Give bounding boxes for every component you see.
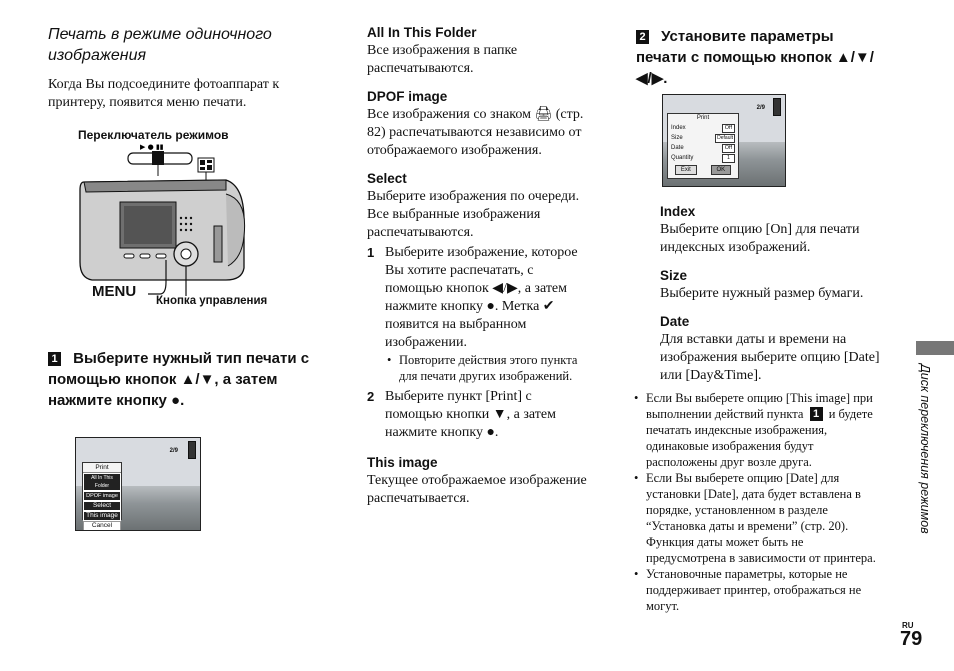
side-tab-marker: [916, 341, 954, 355]
substep1-note: Повторите действия этого пункта для печа…: [367, 352, 589, 384]
select-title: Select: [367, 171, 407, 186]
camera-illustration: ▶ ● ▮▮: [79, 143, 246, 296]
lcd2-row-label: Index: [671, 125, 686, 131]
size-title: Size: [660, 268, 688, 283]
svg-text:▶ ● ▮▮: ▶ ● ▮▮: [140, 143, 164, 151]
this-image-text: Текущее отображаемое изображение распеча…: [367, 473, 587, 506]
lcd1-counter: 2/9: [169, 448, 178, 454]
date-title: Date: [660, 314, 690, 329]
control-button-label: Кнопка управления: [156, 295, 268, 307]
scene-icon: [197, 157, 215, 173]
lcd2-ok-button[interactable]: OK: [710, 165, 732, 175]
lcd2-row-label: Date: [671, 145, 684, 151]
all-in-folder-title: All In This Folder: [367, 25, 477, 40]
lcd2-row-date[interactable]: Date Off: [668, 143, 738, 153]
step1-instruction: 1 Выберите нужный тип печати с помощью к…: [48, 348, 314, 411]
side-section-label: Диск переключения режимов: [918, 364, 932, 534]
size-text: Выберите нужный размер бумаги.: [660, 286, 864, 301]
lcd2-row-value: Off: [721, 144, 735, 153]
battery-icon: [773, 98, 781, 116]
select-text: Выберите изображения по очереди. Все выб…: [367, 189, 580, 240]
lcd2-row-index[interactable]: Index Off: [668, 123, 738, 133]
menu-button-label: MENU: [92, 283, 137, 300]
all-in-folder-text: Все изображения в папке распечатываются.: [367, 43, 518, 76]
select-substep-2: 2 Выберите пункт [Print] с помощью кнопк…: [367, 388, 589, 442]
substep2-text: Выберите пункт [Print] с помощью кнопки …: [385, 389, 556, 440]
lcd2-row-size[interactable]: Size Default: [668, 133, 738, 143]
step1-text: Выберите нужный тип печати с помощью кно…: [48, 350, 310, 409]
note-item: Если Вы выберете опцию [This image] при …: [634, 390, 882, 470]
dpof-title: DPOF image: [367, 89, 448, 104]
substep2-number: 2: [367, 389, 375, 404]
page-number: 79: [900, 628, 923, 650]
lcd2-print-menu: Print Index Off Size Default Date Off Qu…: [667, 113, 739, 179]
lcd1-menu-item[interactable]: Cancel: [83, 521, 121, 530]
lcd2-row-value: Off: [721, 124, 735, 133]
lcd2-menu-title: Print: [696, 115, 710, 121]
section-heading: Печать в режиме одиночного изображения: [48, 26, 272, 64]
lcd1-print-menu: Print All In This Folder DPOF image Sele…: [82, 462, 122, 530]
lcd2-buttons: Exit OK: [668, 165, 738, 175]
index-text: Выберите опцию [On] для печати индексных…: [660, 222, 860, 255]
substep1-number: 1: [367, 245, 375, 260]
lcd1-menu-item[interactable]: Select: [83, 501, 121, 511]
lcd1-menu-item[interactable]: DPOF image: [83, 491, 121, 501]
lcd2-row-label: Quantity: [671, 155, 694, 161]
middle-column: All In This Folder Все изображения в пап…: [367, 24, 589, 508]
lcd-screen-1: 2/9 Print All In This Folder DPOF image …: [75, 437, 201, 531]
substep1-text: Выберите изображение, которое Вы хотите …: [385, 245, 578, 350]
lcd2-exit-button[interactable]: Exit: [674, 165, 697, 175]
lcd-screen-2: 2/9 Print Index Off Size Default Date Of…: [662, 94, 786, 187]
substep1-note-item: Повторите действия этого пункта для печа…: [387, 352, 589, 384]
index-title: Index: [660, 204, 696, 219]
lcd2-row-label: Size: [671, 135, 683, 141]
date-text: Для вставки даты и времени на изображени…: [660, 332, 880, 383]
note1-step-number: 1: [809, 407, 823, 421]
note-item: Установочные параметры, которые не подде…: [634, 566, 882, 614]
lcd1-menu-item[interactable]: This image: [83, 511, 121, 521]
select-substep-1: 1 Выберите изображение, которое Вы хотит…: [367, 244, 589, 352]
step2-instruction: 2 Установите параметры печати с помощью …: [636, 26, 884, 89]
note-item: Если Вы выберете опцию [Date] для устано…: [634, 470, 882, 566]
note1-text-a: Если Вы выберете опцию [This image] при …: [646, 391, 873, 421]
step1-number: 1: [48, 352, 61, 366]
mode-switch-label: Переключатель режимов: [78, 128, 229, 142]
intro-text: Когда Вы подсоедините фотоаппарат к прин…: [48, 77, 280, 110]
this-image-title: This image: [367, 455, 438, 470]
lcd2-row-value: Default: [715, 134, 735, 143]
step2-text: Установите параметры печати с помощью кн…: [636, 28, 874, 87]
lcd1-menu-item[interactable]: All In This Folder: [83, 473, 121, 491]
mode-switch-icon: ▶ ● ▮▮: [127, 143, 193, 165]
right-options: Index Выберите опцию [On] для печати инд…: [660, 203, 900, 385]
lcd2-counter: 2/9: [756, 105, 765, 111]
note1-text-b: и будете печатать индексные изображения,…: [646, 407, 873, 469]
lcd2-row-value: 1: [721, 154, 735, 163]
lcd2-row-quantity[interactable]: Quantity 1: [668, 153, 738, 163]
notes-list: Если Вы выберете опцию [This image] при …: [634, 390, 882, 614]
lcd1-menu-title: Print: [83, 463, 121, 473]
page-lang: RU: [902, 621, 914, 630]
dpof-text: Все изображения со знаком 🖨 (стр. 82) ра…: [367, 107, 584, 158]
step2-number: 2: [636, 30, 649, 44]
battery-icon: [188, 441, 196, 459]
